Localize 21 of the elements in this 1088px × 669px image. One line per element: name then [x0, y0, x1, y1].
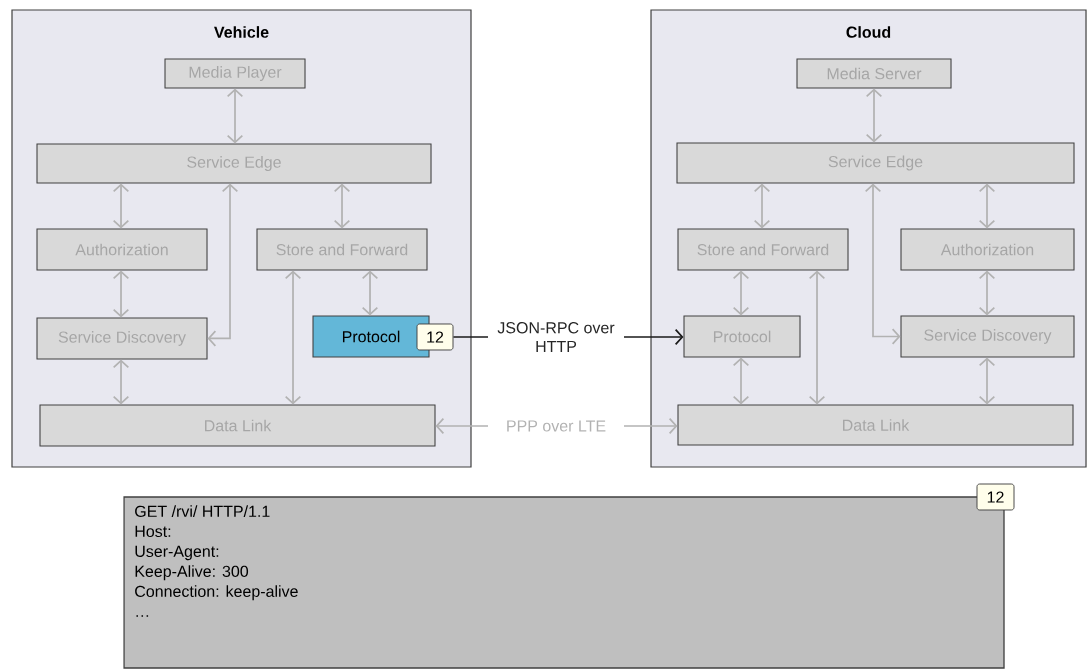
- arrow: [333, 183, 351, 229]
- arrow: [865, 88, 883, 143]
- arrow: [112, 270, 130, 318]
- arrow: [284, 270, 302, 405]
- arrow: [207, 183, 239, 347]
- arrow: [808, 270, 826, 405]
- callout-number: 12: [976, 483, 1015, 511]
- arrow: [864, 183, 901, 345]
- callout-number: 12: [416, 323, 454, 351]
- arrow: [226, 88, 244, 144]
- arrow: [753, 183, 771, 229]
- arrow: [112, 183, 130, 229]
- arrow: [361, 270, 379, 316]
- arrow: [978, 357, 996, 405]
- arrow: [112, 359, 130, 405]
- arrow: [732, 357, 750, 405]
- edge-label: JSON-RPC over HTTP: [488, 318, 624, 356]
- arrow: [732, 270, 750, 316]
- arrow: [978, 270, 996, 316]
- edge-label: PPP over LTE: [488, 416, 624, 436]
- arrow: [978, 183, 996, 229]
